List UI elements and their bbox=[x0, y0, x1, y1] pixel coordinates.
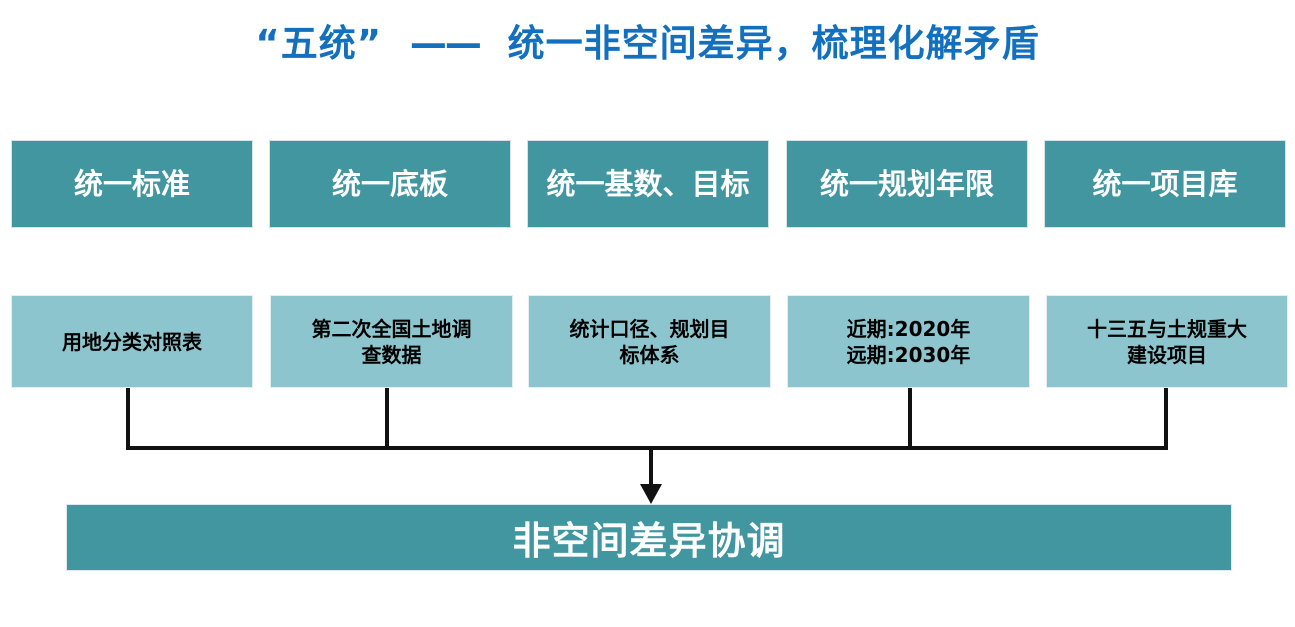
header-box-1-label: 统一标准 bbox=[73, 166, 190, 201]
detail-box-4[interactable]: 近期:2020年远期:2030年 bbox=[787, 295, 1030, 388]
detail-box-4-line-2: 远期:2030年 bbox=[846, 342, 971, 367]
header-box-5-label: 统一项目库 bbox=[1092, 166, 1238, 201]
connector-horizontal-bus bbox=[126, 446, 1168, 450]
header-box-2[interactable]: 统一底板 bbox=[269, 140, 511, 228]
connector-stem-1 bbox=[126, 388, 130, 448]
detail-box-2-line-1: 第二次全国土地调 bbox=[311, 316, 472, 341]
connector-stem-2 bbox=[385, 388, 389, 448]
arrow-down-icon bbox=[640, 484, 662, 504]
header-box-4-label: 统一规划年限 bbox=[819, 166, 994, 201]
result-bar[interactable]: 非空间差异协调 bbox=[66, 504, 1232, 571]
detail-box-2-label: 第二次全国土地调查数据 bbox=[312, 316, 472, 368]
header-box-3[interactable]: 统一基数、目标 bbox=[527, 140, 769, 228]
title-prefix: “五统” bbox=[255, 22, 383, 65]
detail-box-3[interactable]: 统计口径、规划目标体系 bbox=[528, 295, 771, 388]
detail-box-3-line-2: 标体系 bbox=[619, 342, 680, 367]
detail-box-3-label: 统计口径、规划目标体系 bbox=[570, 316, 730, 368]
detail-box-4-label: 近期:2020年远期:2030年 bbox=[847, 316, 971, 368]
detail-box-5-line-1: 十三五与土规重大 bbox=[1087, 316, 1247, 341]
header-box-2-label: 统一底板 bbox=[331, 166, 448, 201]
detail-box-3-line-1: 统计口径、规划目 bbox=[569, 316, 730, 341]
title-suffix: 统一非空间差异，梳理化解矛盾 bbox=[507, 22, 1040, 65]
page-title: “五统” —— 统一非空间差异，梳理化解矛盾 bbox=[0, 22, 1295, 65]
detail-box-2[interactable]: 第二次全国土地调查数据 bbox=[270, 295, 513, 388]
detail-box-4-line-1: 近期:2020年 bbox=[846, 316, 971, 341]
header-box-3-label: 统一基数、目标 bbox=[546, 166, 750, 201]
detail-box-1-label: 用地分类对照表 bbox=[62, 329, 202, 355]
detail-box-5-label: 十三五与土规重大建设项目 bbox=[1087, 316, 1247, 368]
title-dash: —— bbox=[409, 22, 482, 65]
detail-box-1[interactable]: 用地分类对照表 bbox=[11, 295, 253, 388]
header-box-4[interactable]: 统一规划年限 bbox=[786, 140, 1028, 228]
header-box-5[interactable]: 统一项目库 bbox=[1044, 140, 1286, 228]
connector-stem-5 bbox=[1164, 388, 1168, 448]
result-bar-label: 非空间差异协调 bbox=[512, 519, 786, 563]
detail-box-5-line-2: 建设项目 bbox=[1127, 342, 1207, 367]
connector-stem-4 bbox=[908, 388, 912, 448]
header-box-1[interactable]: 统一标准 bbox=[11, 140, 253, 228]
detail-box-5[interactable]: 十三五与土规重大建设项目 bbox=[1046, 295, 1288, 388]
detail-box-2-line-2: 查数据 bbox=[361, 342, 422, 367]
detail-box-1-line-1: 用地分类对照表 bbox=[62, 329, 202, 354]
connector-arrow-shaft bbox=[649, 448, 653, 490]
